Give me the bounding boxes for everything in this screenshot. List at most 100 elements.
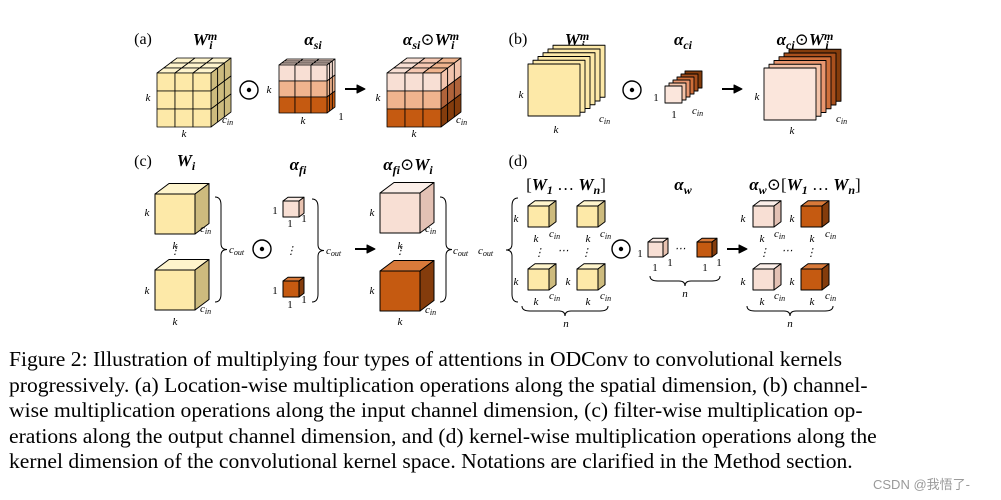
cin-d7: cin	[774, 290, 785, 303]
in-subscript: in	[779, 294, 785, 303]
arrow-c-head	[366, 244, 376, 254]
cube-a-result-front-cell	[404, 90, 424, 110]
title-part: α	[290, 155, 300, 174]
in-subscript: in	[605, 232, 611, 241]
title-part: W	[177, 151, 194, 170]
cube-d-W22-front	[576, 268, 599, 291]
brace-c2	[311, 198, 325, 303]
title-part: fi	[299, 163, 307, 177]
one-label-c1: 1	[272, 205, 278, 217]
title-part: n	[848, 183, 855, 197]
vdots-d2: ⋮	[581, 247, 592, 259]
out-subscript: out	[483, 249, 494, 258]
title-part: W	[833, 175, 850, 194]
c-symbol: c	[825, 228, 830, 240]
brace-d4	[746, 305, 834, 317]
title-part: ⊙	[795, 30, 809, 49]
k-label-a5: k	[376, 92, 382, 104]
cube-d-W11-side	[548, 200, 557, 228]
caption-line-1: Figure 2: Illustration of multiplying fo…	[9, 347, 843, 371]
in-subscript: in	[430, 227, 436, 236]
k-label-a6: k	[412, 128, 418, 140]
k-label-a4: k	[301, 115, 307, 127]
brace-d3	[649, 275, 721, 287]
c-symbol: c	[549, 290, 554, 302]
title-part: W	[787, 175, 804, 194]
k-d1: k	[514, 213, 520, 225]
in-subscript: in	[205, 227, 211, 236]
one-label-b1: 1	[653, 92, 659, 104]
cube-a-alpha-front-cell	[278, 96, 296, 114]
cube-a-alpha-front-cell	[278, 64, 296, 82]
cin-label-c1: cin	[200, 223, 211, 236]
title-part: α	[383, 155, 393, 174]
title-b-alpha: αci	[674, 30, 693, 52]
k-label-b1: k	[519, 89, 525, 101]
cube-d-R11-front	[752, 205, 775, 228]
panel-label-c: (c)	[134, 153, 152, 170]
vdots-c3: ⋮	[395, 245, 406, 257]
title-part: α	[674, 30, 684, 49]
title-part: m	[208, 29, 217, 43]
c-symbol: c	[600, 290, 605, 302]
cube-a-result-front-cell	[386, 108, 406, 128]
cube-a-alpha-front-cell	[294, 96, 312, 114]
panel-label-b: (b)	[509, 31, 528, 48]
title-c-result: αfi⊙Wi	[383, 155, 433, 177]
cube-d-R12-front	[800, 205, 823, 228]
in-subscript: in	[205, 307, 211, 316]
cube-d-alpha2-side	[711, 237, 718, 258]
brace-c3	[439, 196, 453, 303]
c-symbol: c	[456, 114, 461, 126]
k-label-c8: k	[398, 316, 404, 328]
title-part: ]	[855, 175, 861, 194]
cube-a-alpha-front-cell	[310, 80, 328, 98]
k-d9: k	[741, 213, 747, 225]
k-d12: k	[810, 233, 816, 245]
in-subscript: in	[554, 232, 560, 241]
cin-label-a1: cin	[222, 114, 233, 127]
cube-d-W11-front	[527, 205, 550, 228]
c-symbol: c	[200, 223, 205, 235]
hdots-d2: ⋯	[675, 243, 686, 255]
cin-label-c4: cin	[425, 304, 436, 317]
title-part: i	[429, 163, 433, 177]
one-label-c6: 1	[301, 294, 307, 306]
cube-a-result-front-cell	[422, 72, 442, 92]
one-label-a: 1	[338, 111, 344, 123]
title-part: α	[403, 30, 413, 49]
arrow-a-head	[356, 84, 366, 94]
one-d2: 1	[652, 262, 658, 274]
title-part: ⊙	[767, 175, 781, 194]
out-subscript: out	[331, 249, 342, 258]
cube-c-res1-front	[379, 192, 421, 234]
stack-b-result-slab	[763, 67, 817, 121]
cube-a-alpha-front-cell	[278, 80, 296, 98]
one-label-b2: 1	[671, 109, 677, 121]
cube-d-R21-front	[752, 268, 775, 291]
k-label-b4: k	[790, 125, 796, 137]
cube-d-W21-side	[548, 263, 557, 291]
cube-a-W-front-cell	[192, 108, 212, 128]
c-symbol: c	[425, 304, 430, 316]
hdots-d3: ⋯	[782, 245, 793, 257]
k-label-c5: k	[370, 207, 376, 219]
odot-b-dot	[629, 87, 635, 93]
cube-d-alpha2-front	[696, 241, 713, 258]
n-label-d2: n	[682, 288, 688, 300]
title-part: [	[781, 175, 787, 194]
title-part: W	[809, 30, 826, 49]
k-d15: k	[790, 276, 796, 288]
in-subscript: in	[841, 117, 847, 126]
title-d-alpha: αw	[674, 175, 692, 197]
in-subscript: in	[554, 294, 560, 303]
cube-a-W-front-cell	[174, 72, 194, 92]
one-d3: 1	[667, 257, 673, 269]
cin-label-b1: cin	[599, 113, 610, 126]
title-part: W	[578, 175, 595, 194]
title-part: fi	[393, 163, 401, 177]
title-part: ⊙	[420, 30, 434, 49]
title-part: i	[209, 38, 213, 52]
brace-d2	[521, 305, 609, 317]
k-label-a2: k	[182, 128, 188, 140]
